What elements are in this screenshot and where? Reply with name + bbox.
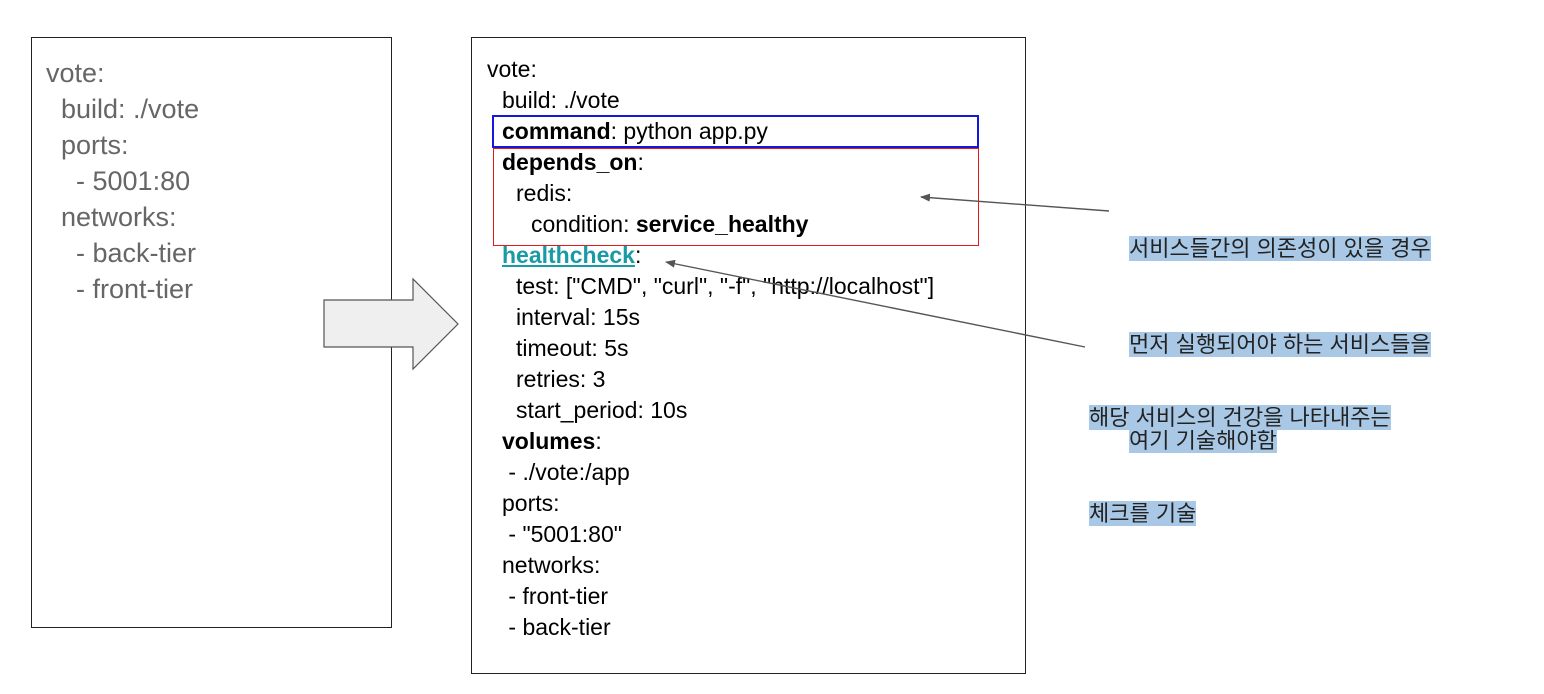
right-line-net-back: - back-tier [502,614,611,640]
command-key: command [502,118,611,144]
right-line-command: command: python app.py [502,116,768,147]
right-line-ports: ports: [502,490,560,516]
healthcheck-note-line-2: 체크를 기술 [1089,501,1197,526]
right-compose-box [471,37,1026,674]
depends-on-key: depends_on [502,149,638,175]
right-line-condition: condition: service_healthy [531,209,808,240]
left-line-networks: networks: [46,202,177,232]
left-line-vote: vote: [46,58,105,88]
condition-key: condition: [531,211,636,237]
depends-note-pointer [920,193,1110,212]
transform-arrow-icon [323,277,459,371]
right-line-net-front: - front-tier [502,583,609,609]
command-highlight-box [492,115,979,148]
depends-note-line-1: 서비스들간의 의존성이 있을 경우 [1129,236,1431,261]
healthcheck-colon: : [634,242,642,268]
right-line-test: test: ["CMD", "curl", "-f", "http://loca… [516,273,935,299]
right-line-port-item: - "5001:80" [502,521,622,547]
right-line-networks: networks: [502,552,601,578]
healthcheck-link[interactable]: healthcheck [502,242,635,268]
right-line-vote: vote: [487,56,537,82]
command-value: : python app.py [610,118,768,144]
right-line-retries: retries: 3 [516,366,606,392]
right-line-volumes: volumes: [502,426,602,457]
right-line-build: build: ./vote [502,87,620,113]
volumes-colon: : [595,428,602,454]
right-line-depends-on: depends_on: [502,147,644,178]
right-line-redis: redis: [516,180,573,206]
depends-on-colon: : [637,149,644,175]
healthcheck-note-line-1: 해당 서비스의 건강을 나타내주는 [1089,405,1391,430]
left-line-build: build: ./vote [46,94,200,124]
healthcheck-note-pointer [665,259,1086,348]
right-line-interval: interval: 15s [516,304,641,330]
right-line-volume-item: - ./vote:/app [502,459,630,485]
right-line-timeout: timeout: 5s [516,335,629,361]
depends-on-highlight-box [493,148,979,246]
left-line-net-front: - front-tier [46,274,194,304]
right-line-start-period: start_period: 10s [516,397,688,423]
volumes-key: volumes [502,428,596,454]
depends-note-line-2: 먼저 실행되어야 하는 서비스들을 [1129,332,1431,357]
depends-on-note: 서비스들간의 의존성이 있을 경우 먼저 실행되어야 하는 서비스들을 여기 기… [1129,169,1431,489]
depends-note-line-3: 여기 기술해야함 [1129,428,1277,453]
healthcheck-note: 해당 서비스의 건강을 나타내주는 체크를 기술 [1089,338,1391,562]
condition-value: service_healthy [635,211,809,237]
left-line-net-back: - back-tier [46,238,197,268]
right-line-healthcheck: healthcheck: [502,240,641,271]
left-line-port-item: - 5001:80 [46,166,191,196]
left-line-ports: ports: [46,130,129,160]
